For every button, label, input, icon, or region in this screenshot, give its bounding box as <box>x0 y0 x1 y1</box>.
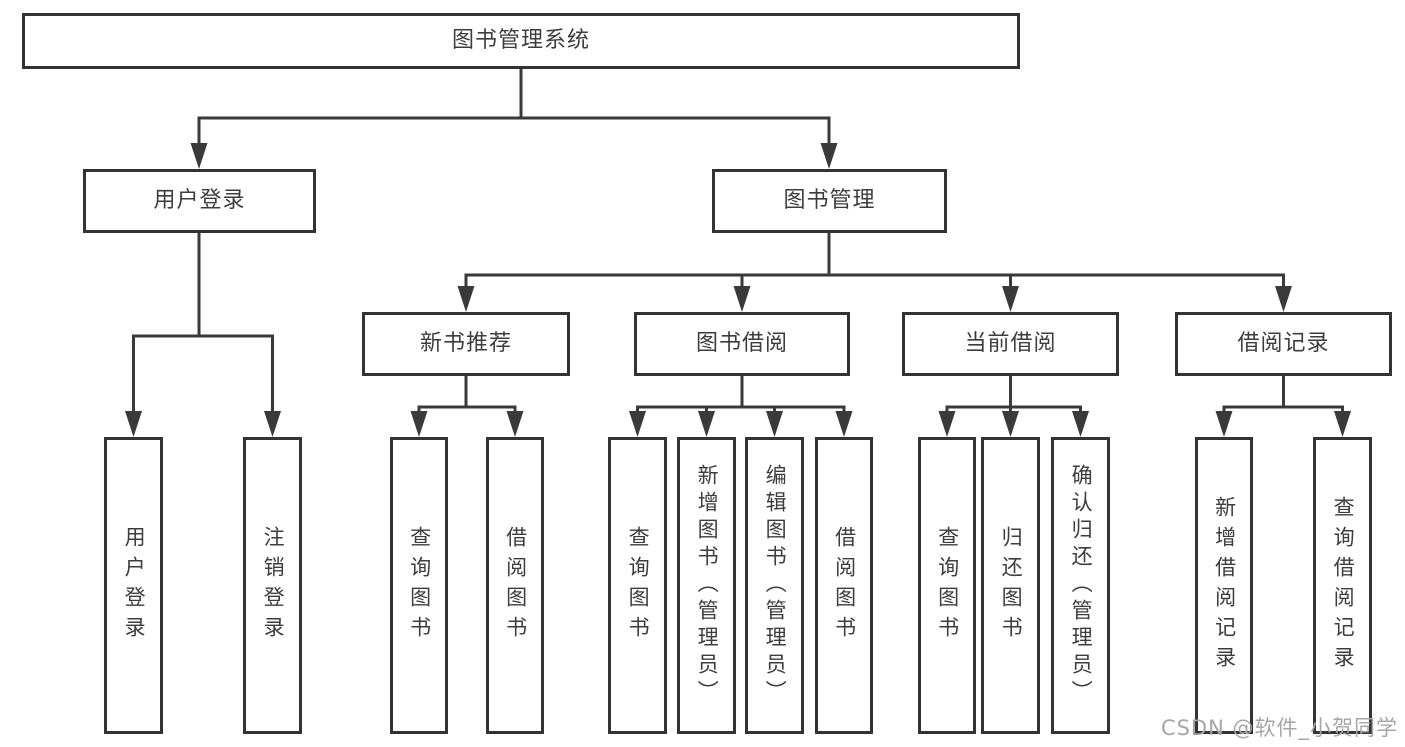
node-library-system: 图书管理系统 <box>22 13 1020 69</box>
watermark: CSDN @软件_小贺同学 <box>1160 716 1398 740</box>
node-logout-leaf: 注销登录 <box>243 437 302 734</box>
node-borrowing-records: 借阅记录 <box>1175 312 1392 376</box>
node-add-borrow-record: 新增借阅记录 <box>1195 437 1253 734</box>
node-new-book-recommend: 新书推荐 <box>362 312 570 376</box>
node-query-books-borrowing: 查询图书 <box>608 437 667 734</box>
node-return-books: 归还图书 <box>981 437 1040 734</box>
node-edit-books-admin: 编辑图书（管理员） <box>745 437 804 734</box>
node-query-books-recommend: 查询图书 <box>390 437 448 734</box>
node-confirm-return-admin: 确认归还（管理员） <box>1051 437 1110 734</box>
node-current-borrowing: 当前借阅 <box>902 312 1119 376</box>
node-borrow-books-leaf: 借阅图书 <box>815 437 873 734</box>
node-book-management: 图书管理 <box>712 169 947 233</box>
node-query-books-current: 查询图书 <box>918 437 976 734</box>
node-borrow-books-recommend: 借阅图书 <box>486 437 544 734</box>
node-user-login-leaf: 用户登录 <box>104 437 163 734</box>
node-user-login: 用户登录 <box>83 169 316 233</box>
node-book-borrowing: 图书借阅 <box>634 312 850 376</box>
node-add-books-admin: 新增图书（管理员） <box>677 437 736 734</box>
node-query-borrow-record: 查询借阅记录 <box>1313 437 1372 734</box>
